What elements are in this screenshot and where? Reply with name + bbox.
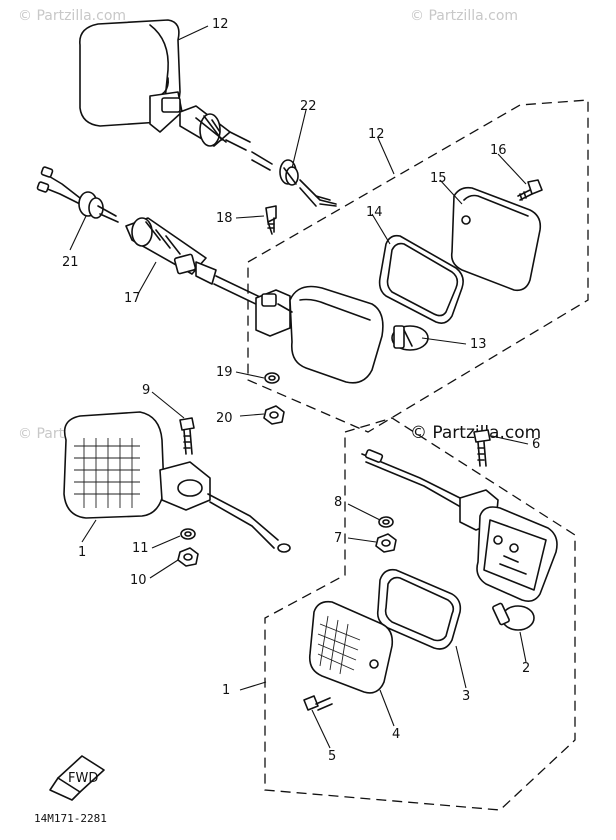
callout-5: 5 [328,749,336,764]
callout-17: 17 [124,291,141,306]
turn-signal-housing-upper-left [79,19,251,151]
callout-9: 9 [142,383,150,398]
lens-4 [308,600,394,694]
callout-12-top: 12 [212,17,229,32]
callout-numbers: 12 22 12 16 15 14 18 21 17 13 19 20 9 1 … [62,17,540,764]
callout-18: 18 [216,211,233,226]
turn-signal-housing-upper-right [255,285,384,384]
callout-1-left: 1 [78,545,86,560]
grommet-21 [78,191,119,223]
callout-4: 4 [392,727,400,742]
turn-signal-housing-lower-left [63,411,291,553]
wire-lead-upper [251,151,337,207]
callout-11: 11 [132,541,149,556]
turn-signal-housing-lower-right [459,489,558,602]
callout-7: 7 [334,531,342,546]
assembly-boundary-upper [247,99,589,433]
assembly-boundary-lower [264,417,576,811]
bulb-2 [492,602,535,631]
washer-11 [180,528,196,540]
callout-22: 22 [300,99,317,114]
washer-8 [378,516,394,528]
callout-8: 8 [334,495,342,510]
lens-gasket-3 [376,568,462,650]
watermark-top-left: © Partzilla.com [18,8,126,24]
callout-19: 19 [216,365,233,380]
callout-3: 3 [462,689,470,704]
leader-lines [69,25,529,749]
bulb-13 [391,325,429,351]
lens-gasket-14 [378,234,464,324]
lens-15 [450,186,542,292]
callout-12-assy: 12 [368,127,385,142]
callout-21: 21 [62,255,79,270]
nut-7 [375,533,397,553]
wire-terminal-upper [315,195,337,207]
callout-6: 6 [532,437,540,452]
stem-assembly-17 [125,217,263,307]
callout-16: 16 [490,143,507,158]
callout-13: 13 [470,337,487,352]
callout-10: 10 [130,573,147,588]
wire-lead-lower-right [361,449,469,511]
fwd-arrow-icon: FWD [49,755,105,801]
wire-lead-left [36,166,81,205]
grommet-22 [279,159,299,186]
screw-6 [473,429,491,467]
diagram-code: 14M171-2281 [34,812,107,825]
nut-10 [177,547,199,567]
watermark-top-right: © Partzilla.com [410,8,518,24]
bolt-9 [179,417,195,455]
callout-2: 2 [522,661,530,676]
callout-1-right: 1 [222,683,230,698]
bolt-18 [265,205,277,235]
fwd-label: FWD [68,771,98,786]
callout-15: 15 [430,171,447,186]
callout-20: 20 [216,411,233,426]
screw-5 [303,695,333,711]
screw-16 [517,179,543,201]
washer-19 [264,372,280,384]
nut-20 [263,405,285,425]
callout-14: 14 [366,205,383,220]
